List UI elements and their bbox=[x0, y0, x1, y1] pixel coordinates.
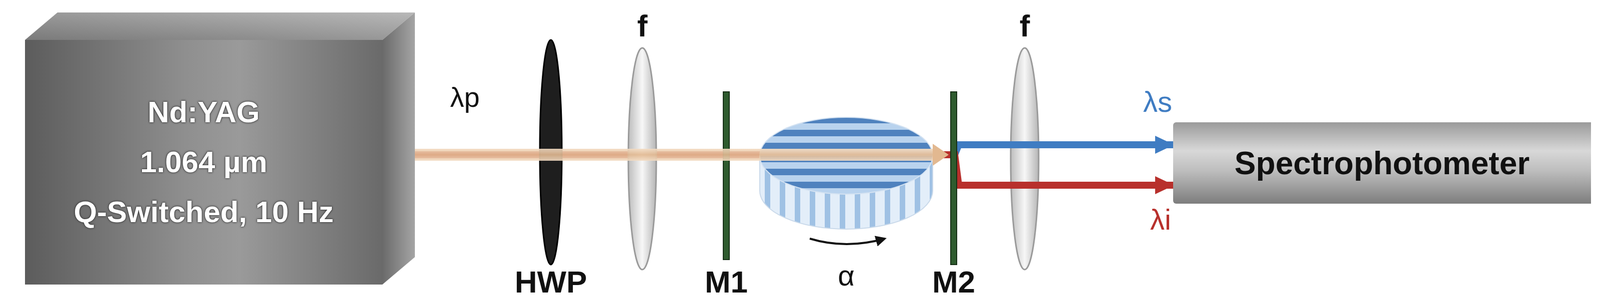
node-text: Nd:YAG bbox=[147, 87, 260, 138]
mirror bbox=[723, 91, 730, 260]
spectrophotometer-box: Spectrophotometer bbox=[1173, 122, 1592, 204]
pump-beam bbox=[414, 148, 935, 161]
part-label: M1 bbox=[704, 266, 748, 298]
rotation-arrow bbox=[809, 238, 885, 245]
wavelength-label: λi bbox=[1150, 205, 1172, 235]
node-text: Q-Switched, 10 Hz bbox=[73, 187, 334, 238]
part-label: f bbox=[637, 10, 648, 42]
laser-top-face bbox=[24, 12, 415, 40]
beam-label: λp bbox=[449, 83, 480, 112]
wavelength-label: λs bbox=[1143, 87, 1173, 117]
part-label: f bbox=[1019, 10, 1031, 42]
lens bbox=[1010, 47, 1039, 270]
pump-beam-head bbox=[932, 143, 949, 166]
laser-box: Nd:YAG1.064 µmQ-Switched, 10 Hz bbox=[24, 39, 383, 285]
laser-side-face bbox=[382, 12, 415, 285]
node-text: Spectrophotometer bbox=[1234, 144, 1530, 182]
angle-label: α bbox=[837, 261, 855, 291]
mirror bbox=[950, 91, 957, 265]
part-label: M2 bbox=[932, 266, 976, 298]
node-text: 1.064 µm bbox=[139, 137, 268, 188]
part-label: HWP bbox=[514, 266, 588, 298]
